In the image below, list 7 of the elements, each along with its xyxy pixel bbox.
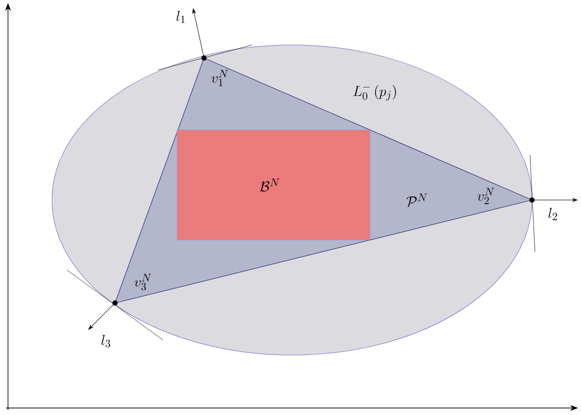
math-label: $l_2$ bbox=[548, 208, 558, 220]
math-label: $v_3^N$ bbox=[134, 274, 152, 290]
math-label: $v_2^N$ bbox=[477, 188, 494, 204]
rectangle-region: $\mathcal{B}^N$ bbox=[176, 130, 370, 240]
math-label: $v_1^N$ bbox=[211, 70, 228, 86]
math-label: $l_3$ bbox=[102, 334, 110, 348]
math-label: $l_1$ bbox=[176, 10, 185, 24]
